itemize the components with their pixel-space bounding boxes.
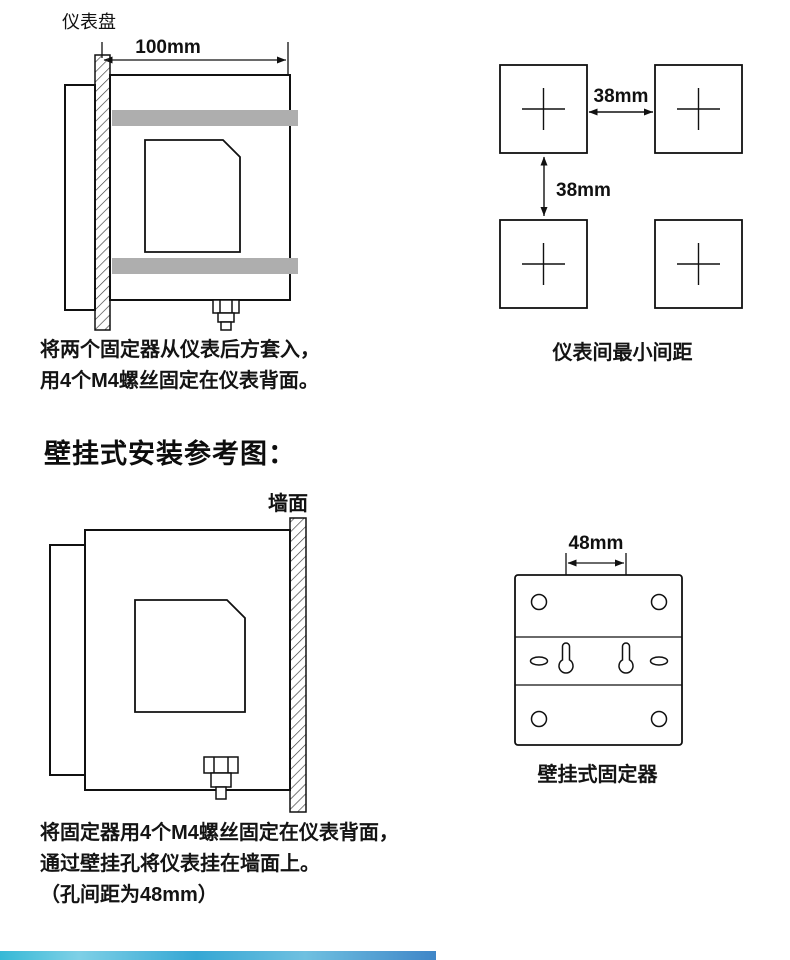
wall-mount-heading: 壁挂式安装参考图：	[44, 439, 296, 469]
cable-gland	[203, 756, 239, 800]
dimension-38mm-vertical-label: 38mm	[556, 180, 611, 201]
instruction-line: 将固定器用4个M4螺丝固定在仪表背面，	[40, 822, 399, 844]
wall-cross-section	[289, 517, 307, 813]
side-slot-holes	[529, 656, 669, 666]
dimension-100mm-label: 100mm	[135, 37, 201, 58]
instrument-label-area	[134, 599, 246, 713]
horizontal-spacing-dimension: 38mm	[588, 86, 653, 116]
panel-dial-label: 仪表盘	[62, 12, 116, 32]
instruction-line: 通过壁挂孔将仪表挂在墙面上。	[40, 853, 320, 875]
minimum-spacing-diagram: 38mm 38mm	[499, 64, 743, 309]
corner-screw-holes	[530, 593, 668, 728]
wall-surface-label: 墙面	[268, 493, 308, 515]
bracket-plate	[514, 574, 683, 746]
fixer-bar-top	[112, 110, 298, 126]
keyhole-hanging-slots	[558, 642, 634, 674]
instruction-line: （孔间距为48mm）	[40, 884, 218, 906]
dimension-38mm-horizontal-label: 38mm	[594, 86, 649, 107]
fixer-bar-bottom	[112, 258, 298, 274]
width-dimension: 100mm	[101, 37, 289, 78]
bottom-banner-strip	[0, 951, 436, 960]
hole-spacing-dimension: 48mm	[565, 533, 627, 577]
spacing-caption: 仪表间最小间距	[552, 342, 693, 364]
instrument-front-bezel	[64, 84, 96, 311]
mounting-panel-cross-section	[94, 54, 111, 331]
center-cross-marks	[522, 88, 720, 285]
panel-mount-instructions: 将两个固定器从仪表后方套入， 用4个M4螺丝固定在仪表背面。	[40, 335, 320, 397]
vertical-spacing-dimension: 38mm	[540, 156, 611, 216]
instruction-line: 将两个固定器从仪表后方套入，	[40, 339, 320, 361]
cable-gland	[212, 299, 240, 331]
dimension-48mm-label: 48mm	[569, 533, 624, 554]
instrument-front-bezel	[49, 544, 86, 776]
panel-mount-side-view: 100mm	[64, 37, 298, 331]
bracket-caption: 壁挂式固定器	[537, 764, 658, 786]
wall-bracket-diagram: 48mm	[514, 533, 683, 746]
instruction-line: 用4个M4螺丝固定在仪表背面。	[40, 370, 319, 392]
wall-mount-instructions: 将固定器用4个M4螺丝固定在仪表背面， 通过壁挂孔将仪表挂在墙面上。 （孔间距为…	[40, 818, 399, 911]
wall-mount-side-view	[49, 517, 307, 813]
instrument-label-area	[144, 139, 241, 253]
